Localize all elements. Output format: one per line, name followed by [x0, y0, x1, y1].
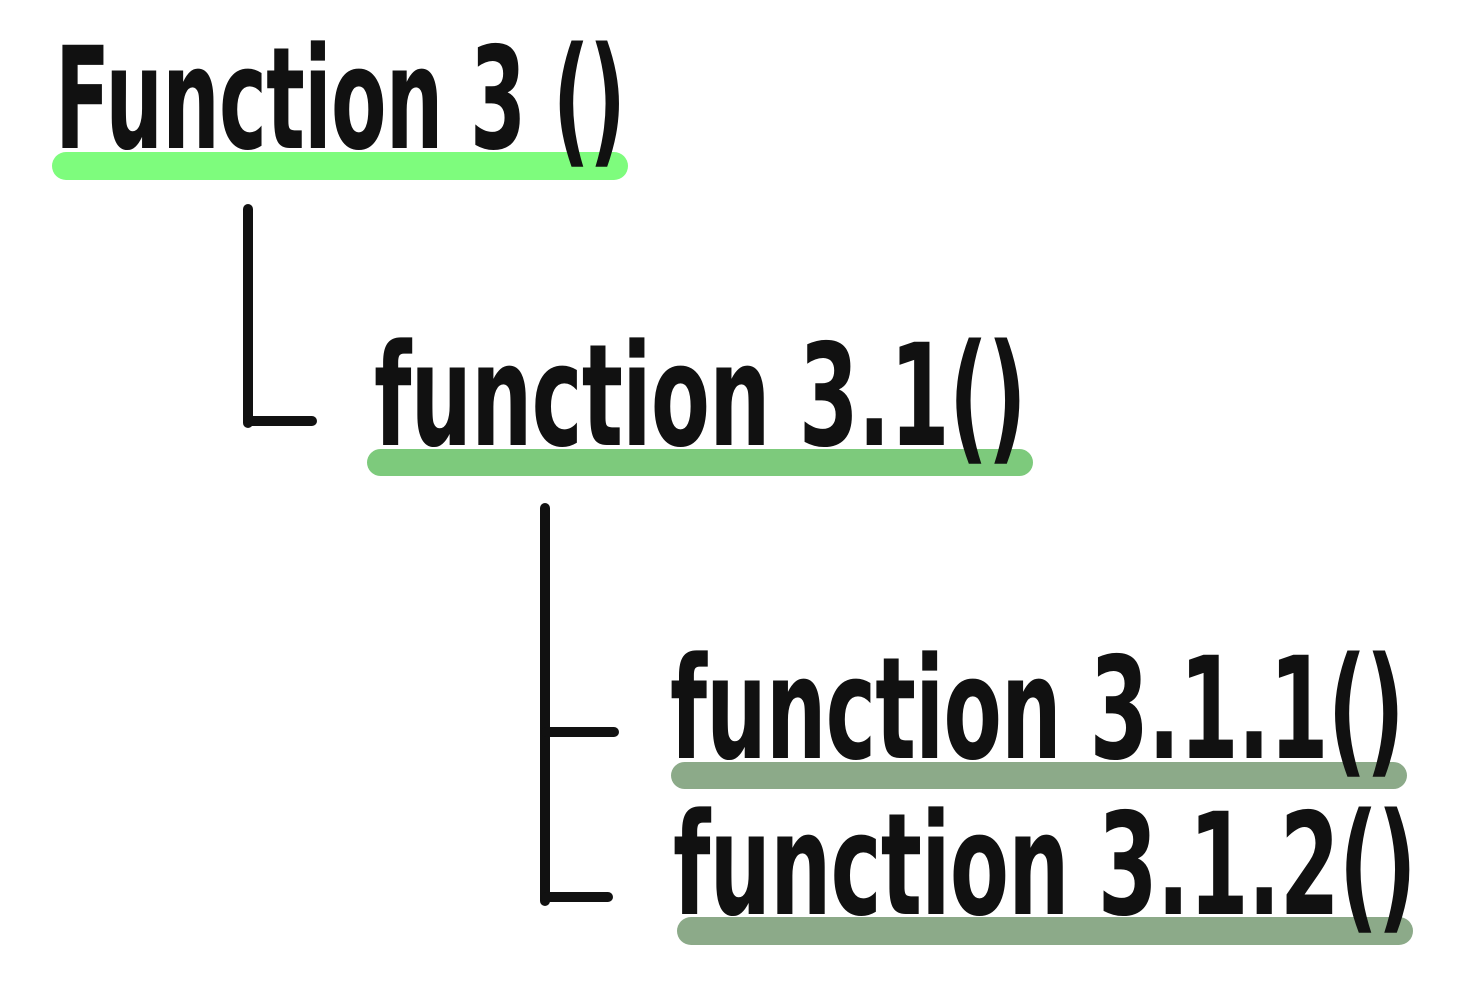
highlight-bar-function-3-1-2 [677, 917, 1413, 945]
highlight-bar-function-3-1 [367, 449, 1033, 476]
tree-node-function-3-1: function 3.1() [374, 314, 1027, 479]
connector-function-3-1-2-branch [541, 892, 613, 902]
connector-function-3-1-vertical [540, 503, 550, 906]
connector-function-3-vertical [243, 204, 253, 428]
tree-node-function-3-1-1: function 3.1.1() [670, 627, 1405, 792]
tree-node-function-3: Function 3 () [55, 17, 626, 182]
connector-function-3-branch [244, 416, 317, 426]
highlight-bar-function-3 [52, 152, 628, 180]
highlight-bar-function-3-1-1 [671, 762, 1407, 789]
tree-node-function-3-1-2: function 3.1.2() [673, 783, 1417, 948]
connector-function-3-1-1-branch [541, 727, 619, 737]
